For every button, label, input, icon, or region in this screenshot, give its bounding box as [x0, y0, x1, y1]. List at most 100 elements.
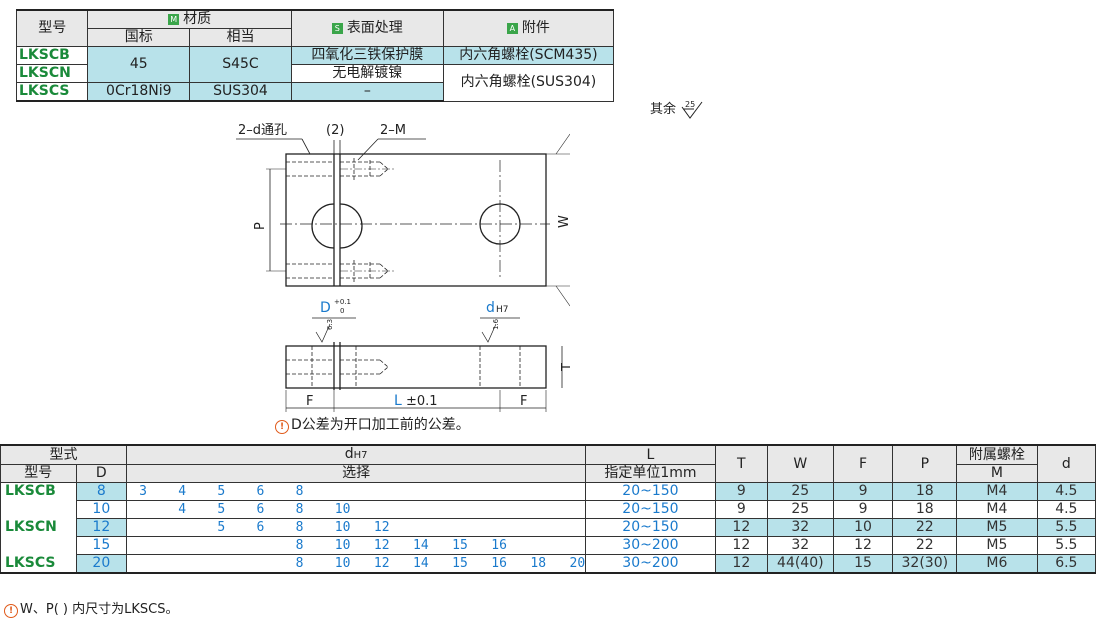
model-cell: LKSCS [15, 82, 89, 102]
gb-cell: 45 [87, 46, 191, 83]
P-cell: 18 [892, 500, 958, 519]
T-cell: 9 [714, 482, 769, 501]
d-cell: 4.5 [1036, 482, 1097, 501]
h-D: D [75, 464, 128, 483]
D-cell: 20 [75, 554, 128, 574]
M-cell: M5 [956, 536, 1038, 555]
label-2d: 2–d通孔 [238, 123, 287, 138]
D-cell: 12 [75, 518, 128, 537]
F-cell: 10 [832, 518, 894, 537]
W-cell: 25 [767, 500, 834, 519]
label-L-tol: ±0.1 [406, 394, 438, 409]
F-cell: 9 [832, 482, 894, 501]
h-W: W [767, 444, 834, 483]
model-cell: LKSCB [0, 482, 77, 501]
accessory-cell: 内六角螺栓(SUS304) [442, 64, 615, 102]
accessory-cell: 内六角螺栓(SCM435) [442, 46, 615, 65]
label-H7: H7 [496, 305, 509, 315]
hidden-bolt-holes [286, 158, 389, 282]
L-cell: 30~200 [585, 536, 716, 555]
h-select: 选择 [126, 464, 587, 483]
model-cell [0, 536, 77, 555]
note-size: !W、P( ) 内尺寸为LKSCS。 [4, 598, 178, 618]
col-model: 型号 [15, 9, 89, 47]
h-model: 型号 [0, 464, 77, 483]
d-cell: 5.5 [1036, 536, 1097, 555]
label-P: P [253, 222, 268, 230]
surface-cell: 无电解镀镍 [290, 64, 444, 83]
L-cell: 20~150 [585, 518, 716, 537]
h-M1: 附属螺栓 [956, 444, 1038, 465]
T-cell: 12 [714, 518, 769, 537]
label-L: L [394, 393, 402, 409]
warning-icon: ! [4, 604, 18, 618]
roughness-value: 25 [685, 101, 695, 109]
dsel-cell: 3 4 5 6 8 [126, 482, 587, 501]
label-D: D [320, 300, 331, 316]
P-cell: 22 [892, 536, 958, 555]
label-D-tol0: 0 [340, 307, 344, 315]
L-cell: 20~150 [585, 482, 716, 501]
d-cell: 5.5 [1036, 518, 1097, 537]
spec-table: 型式 dH7 L T W F P 附属螺栓 d 型号 D 选择 指定单位1mm … [0, 444, 1097, 574]
label-F-right: F [520, 394, 527, 409]
h-L-unit: 指定单位1mm [585, 464, 716, 483]
label-2: (2) [326, 123, 344, 138]
F-cell: 9 [832, 500, 894, 519]
h-T: T [714, 444, 769, 483]
label-dH7: d [486, 300, 495, 316]
label-T: T [560, 363, 570, 372]
M-cell: M5 [956, 518, 1038, 537]
top-view-body [285, 153, 547, 287]
surface-cell: 四氧化三铁保护膜 [290, 46, 444, 65]
note-tolerance: !D公差为开口加工前的公差。 [275, 414, 470, 434]
h-dd: d [1036, 444, 1097, 483]
surface-tag-icon: S [331, 22, 343, 34]
W-cell: 44(40) [767, 554, 834, 574]
label-F-left: F [306, 394, 313, 409]
P-cell: 18 [892, 482, 958, 501]
L-cell: 20~150 [585, 500, 716, 519]
model-cell: LKSCB [15, 46, 89, 65]
h-F: F [832, 444, 894, 483]
accessory-tag-icon: A [506, 22, 518, 34]
d-cell: 4.5 [1036, 500, 1097, 519]
model-cell: LKSCN [15, 64, 89, 83]
label-D-tol: +0.1 [334, 298, 351, 306]
W-cell: 32 [767, 518, 834, 537]
M-cell: M6 [956, 554, 1038, 574]
W-cell: 32 [767, 536, 834, 555]
hole-D-right [339, 203, 363, 249]
surface-cell: – [290, 82, 444, 102]
label-2m: 2–M [380, 123, 406, 138]
F-cell: 15 [832, 554, 894, 574]
h-P: P [892, 444, 958, 483]
hidden-side-lines [286, 346, 521, 388]
dsel-cell: 5 6 8 10 12 [126, 518, 587, 537]
h-d: dH7 [126, 444, 587, 465]
col-equiv: 相当 [189, 28, 292, 47]
material-tag-icon: M [168, 13, 180, 25]
D-cell: 10 [75, 500, 128, 519]
hole-D-left [311, 203, 335, 249]
dsel-cell: 4 5 6 8 10 [126, 500, 587, 519]
model-cell: LKSCS [0, 554, 77, 574]
equiv-cell: SUS304 [189, 82, 292, 102]
dsel-cell: 8 10 12 14 15 16 [126, 536, 587, 555]
dsel-cell: 8 10 12 14 15 16 18 20 [126, 554, 587, 574]
col-gb: 国标 [87, 28, 191, 47]
T-cell: 12 [714, 536, 769, 555]
L-cell: 30~200 [585, 554, 716, 574]
D-cell: 8 [75, 482, 128, 501]
F-cell: 12 [832, 536, 894, 555]
P-cell: 32(30) [892, 554, 958, 574]
model-cell [0, 500, 77, 519]
M-cell: M4 [956, 482, 1038, 501]
h-M2: M [956, 464, 1038, 483]
T-cell: 12 [714, 554, 769, 574]
side-view-body [285, 345, 547, 389]
T-cell: 9 [714, 500, 769, 519]
